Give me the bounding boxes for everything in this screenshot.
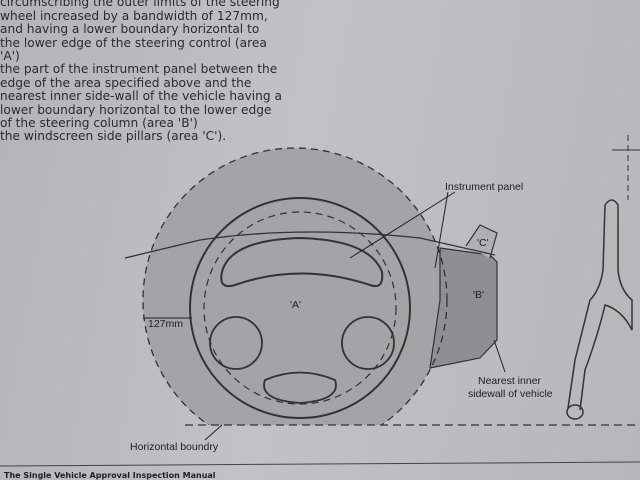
- paragraph-area-a: circumscribing the outer limits of the s…: [0, 0, 280, 64]
- wheel-lower-hole: [263, 371, 337, 404]
- footer-title: The Single Vehicle Approval Inspection M…: [4, 471, 216, 480]
- steering-wheel-inner: [203, 211, 397, 405]
- area-b-label: 'B': [473, 289, 484, 301]
- sidewall-label-line1: Nearest inner: [478, 375, 542, 387]
- horizontal-boundary-label: Horizontal boundry: [130, 441, 219, 453]
- text-line: lower boundary horizontal to the lower e…: [0, 102, 272, 117]
- area-a-shade: [143, 148, 447, 425]
- instrument-panel-leader-2: [434, 191, 449, 269]
- wheel-left-hole: [209, 316, 263, 370]
- wheel-upper-spoke: [220, 236, 384, 288]
- text-line: the windscreen side pillars (area 'C').: [0, 129, 227, 143]
- text-line: circumscribing the outer limits of the s…: [0, 0, 280, 9]
- horizontal-boundary-leader: [204, 424, 223, 441]
- text-line: 'A'): [0, 49, 20, 63]
- paragraph-area-c: the windscreen side pillars (area 'C').: [0, 129, 227, 144]
- text-line: edge of the area specified above and the: [0, 75, 252, 90]
- bandwidth-label: 127mm: [148, 318, 183, 330]
- text-line: the part of the instrument panel between…: [0, 62, 278, 76]
- side-view-steering-column: [566, 135, 640, 420]
- footer-rule: [0, 461, 640, 467]
- instrument-panel-leader: [349, 191, 456, 259]
- text-line: wheel increased by a bandwidth of 127mm,: [0, 8, 268, 23]
- text-line: nearest inner side-wall of the vehicle h…: [0, 89, 282, 103]
- text-line: the lower edge of the steering control (…: [0, 35, 267, 50]
- area-a-label: 'A': [290, 299, 301, 311]
- instrument-panel-label: Instrument panel: [445, 181, 523, 193]
- area-a-boundary: [142, 147, 448, 425]
- sidewall-label-line2: sidewall of vehicle: [468, 388, 553, 400]
- sidewall-leader: [493, 339, 506, 373]
- area-b-shade: [429, 247, 498, 369]
- text-line: and having a lower boundary horizontal t…: [0, 22, 260, 36]
- area-c-label: 'C': [477, 237, 489, 249]
- text-line: of the steering column (area 'B'): [0, 116, 198, 130]
- steering-wheel-rim: [189, 197, 411, 419]
- wheel-right-hole: [341, 316, 395, 370]
- paragraph-area-b: the part of the instrument panel between…: [0, 62, 282, 131]
